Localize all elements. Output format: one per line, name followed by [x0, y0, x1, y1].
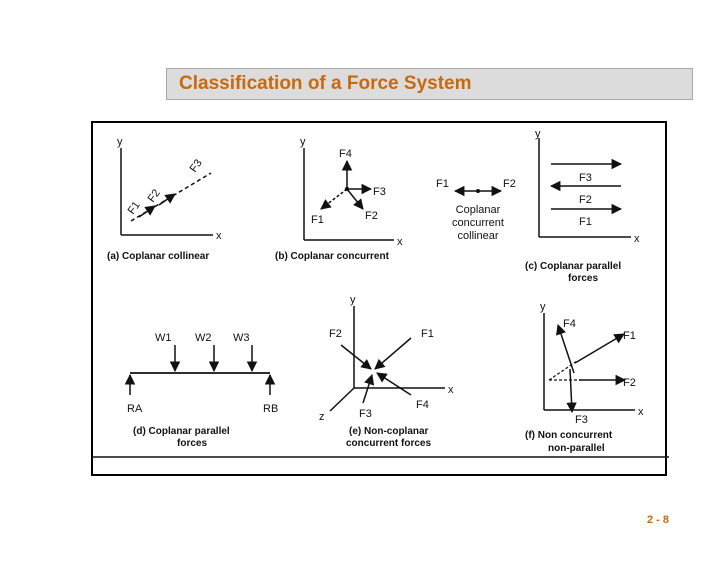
- mid-caption-3: collinear: [458, 230, 499, 242]
- panel-e-x-label: x: [448, 384, 454, 396]
- panel-a-label-f2: F2: [146, 187, 163, 204]
- panel-a-coplanar-collinear: y x F1 F2 F3 (a) Coplanar collinear: [107, 136, 222, 262]
- panel-b-label-f1: F1: [311, 214, 324, 226]
- panel-d-label-ra: RA: [127, 403, 143, 415]
- panel-b-arrow-f1: [320, 188, 348, 210]
- panel-e-y-label: y: [350, 294, 356, 306]
- panel-f-y-label: y: [540, 301, 546, 313]
- panel-e-arrow-f4: [376, 372, 412, 396]
- force-diagram-svg: y x F1 F2 F3 (a) Coplanar collinear y x …: [93, 128, 669, 458]
- panel-f-label-f1: F1: [623, 330, 636, 342]
- mid-label-f2: F2: [503, 178, 516, 190]
- panel-a-arrow-f2: [158, 193, 176, 206]
- panel-c-label-f3: F3: [579, 172, 592, 184]
- mid-label-f1: F1: [436, 178, 449, 190]
- panel-a-x-label: x: [216, 230, 222, 242]
- panel-d-caption-1: (d) Coplanar parallel: [133, 426, 230, 437]
- force-system-figure: y x F1 F2 F3 (a) Coplanar collinear y x …: [91, 121, 669, 476]
- panel-e-arrow-f1: [374, 337, 412, 370]
- panel-b-coplanar-concurrent: y x F4 F1 F2 F3 (b) Coplanar concurrent: [275, 136, 403, 262]
- panel-f-arrow-f3: [566, 368, 577, 414]
- page-number: 2 - 8: [647, 514, 670, 526]
- panel-b-y-label: y: [300, 136, 306, 148]
- panel-f-label-f3: F3: [575, 414, 588, 426]
- panel-a-caption: (a) Coplanar collinear: [107, 251, 209, 262]
- panel-c-x-label: x: [634, 233, 640, 245]
- panel-d-label-w1: W1: [155, 332, 172, 344]
- panel-e-arrow-f3: [362, 374, 375, 404]
- panel-mid-collinear: F1 F2 Coplanar concurrent collinear: [436, 178, 516, 242]
- title-band: Classification of a Force System: [166, 68, 693, 100]
- panel-f-x-label: x: [638, 406, 644, 418]
- panel-e-z-axis: [329, 387, 355, 412]
- mid-caption-1: Coplanar: [456, 204, 501, 216]
- panel-e-label-f1: F1: [421, 328, 434, 340]
- slide-title: Classification of a Force System: [179, 73, 472, 94]
- panel-b-arrow-f2: [346, 188, 364, 210]
- panel-a-arrow-f1: [138, 205, 156, 218]
- panel-c-caption-2: forces: [568, 273, 598, 284]
- panel-f-label-f4: F4: [563, 318, 576, 330]
- panel-e-label-f4: F4: [416, 399, 429, 411]
- panel-c-caption-1: (c) Coplanar parallel: [525, 261, 621, 272]
- mid-caption-2: concurrent: [452, 217, 504, 229]
- panel-d-label-rb: RB: [263, 403, 278, 415]
- panel-b-label-f2: F2: [365, 210, 378, 222]
- panel-f-caption-1: (f) Non concurrent: [525, 430, 613, 441]
- panel-d-caption-2: forces: [177, 438, 207, 449]
- panel-e-label-f2: F2: [329, 328, 342, 340]
- panel-e-caption-1: (e) Non-coplanar: [349, 426, 429, 437]
- panel-f-arrow-f4: [556, 324, 575, 374]
- panel-f-arrow-f1: [574, 333, 625, 364]
- panel-c-coplanar-parallel: y x F3 F2 F1 (c) Coplanar parallel force…: [525, 128, 640, 284]
- panel-e-non-coplanar-concurrent: y x z F1 F2 F3 F4 (e) Non-coplanar concu…: [319, 294, 454, 449]
- panel-a-label-f1: F1: [126, 199, 143, 216]
- panel-b-caption: (b) Coplanar concurrent: [275, 251, 390, 262]
- panel-f-caption-2: non-parallel: [548, 443, 605, 454]
- panel-e-label-f3: F3: [359, 408, 372, 420]
- mid-point: [476, 189, 480, 193]
- panel-f-dashed-1: [548, 360, 578, 381]
- panel-a-label-f3: F3: [188, 157, 205, 174]
- panel-d-parallel-beam: W1 W2 W3 RA RB (d) Coplanar parallel for…: [124, 332, 278, 449]
- panel-f-non-concurrent: y x F1 F2 F3 F4 (f) Non concurrent non-p…: [525, 301, 644, 454]
- panel-e-z-label: z: [319, 411, 325, 423]
- panel-e-arrow-f2: [340, 344, 372, 370]
- panel-a-y-label: y: [117, 136, 123, 148]
- panel-d-label-w2: W2: [195, 332, 212, 344]
- panel-b-label-f3: F3: [373, 186, 386, 198]
- panel-c-y-label: y: [535, 128, 541, 140]
- panel-e-caption-2: concurrent forces: [346, 438, 431, 449]
- panel-c-label-f1: F1: [579, 216, 592, 228]
- panel-d-label-w3: W3: [233, 332, 250, 344]
- panel-c-label-f2: F2: [579, 194, 592, 206]
- panel-b-x-label: x: [397, 236, 403, 248]
- panel-b-label-f4: F4: [339, 148, 352, 160]
- panel-f-label-f2: F2: [623, 377, 636, 389]
